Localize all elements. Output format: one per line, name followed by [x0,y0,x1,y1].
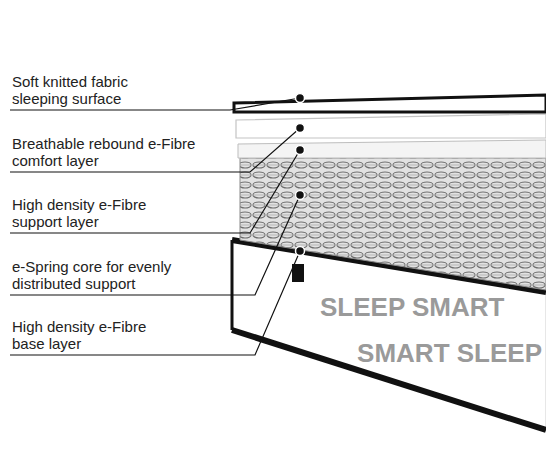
callout-label: Breathable rebound e-Fibre comfort layer [12,135,212,169]
callout-dots [296,94,305,256]
callout-label: High density e-Fibre base layer [12,318,167,352]
callout-dot [296,191,305,200]
leader-line [10,128,300,172]
leader-lines [10,98,300,355]
watermark-text: SMART SLEEP [357,338,542,368]
side-piping [231,240,234,330]
leader-line [10,195,300,295]
callout-dot [296,124,305,133]
callout-label: e-Spring core for evenly distributed sup… [12,258,202,292]
callout-dot [296,247,305,256]
fabric-layer [234,95,546,112]
bottom-piping [232,330,546,430]
comfort-layer [236,114,546,138]
callout-label: Soft knitted fabric sleeping surface [12,73,162,107]
callout-dot [296,146,305,155]
watermark-text: SLEEP SMART [320,292,504,322]
callout-dot [296,94,305,103]
spring-core [240,158,546,290]
leader-line [10,251,300,355]
callout-label: High density e-Fibre support layer [12,196,172,230]
